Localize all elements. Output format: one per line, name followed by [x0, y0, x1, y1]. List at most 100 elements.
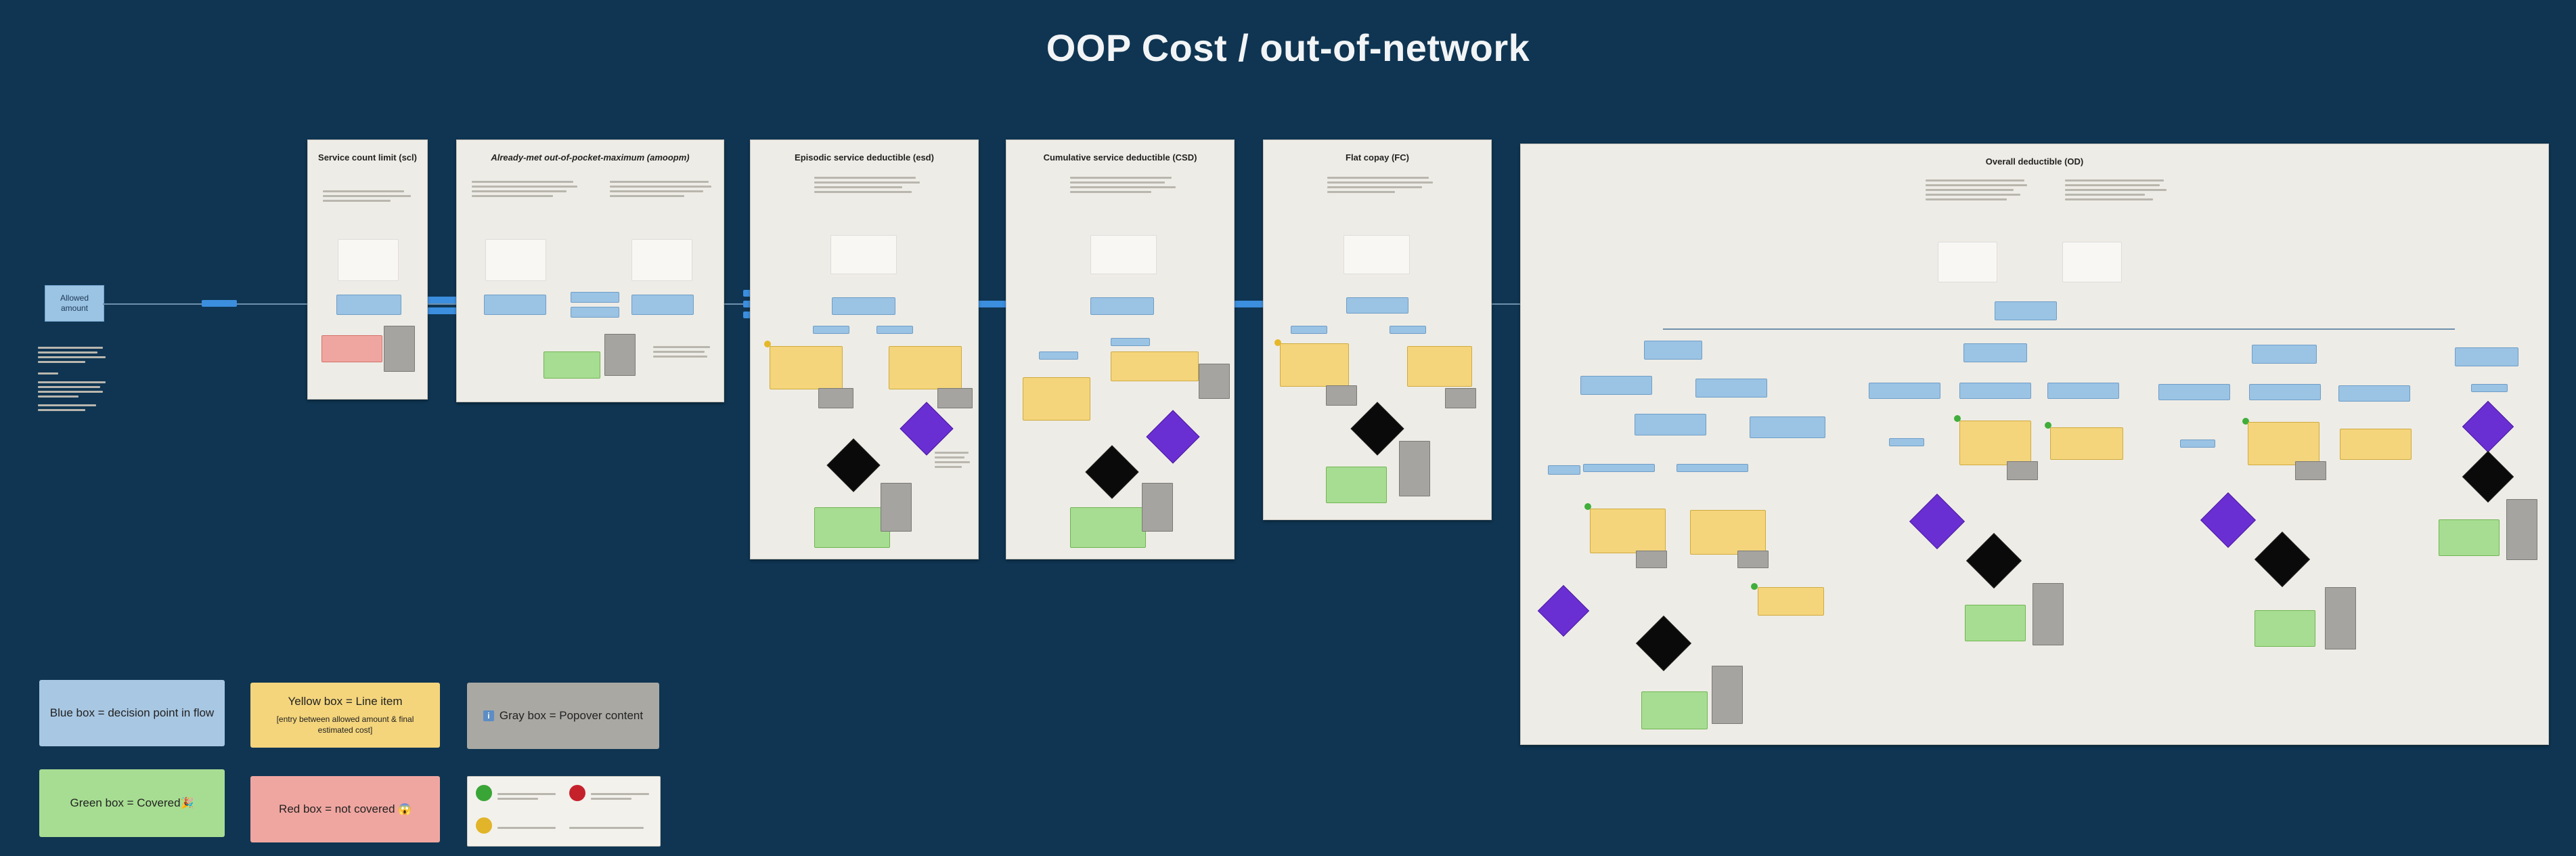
line-item-box[interactable] — [1959, 421, 2031, 465]
flow-connector[interactable] — [202, 300, 237, 307]
popover-box[interactable] — [1636, 551, 1667, 568]
decision-box[interactable] — [631, 295, 694, 315]
decision-box[interactable] — [876, 326, 913, 334]
decision-box[interactable] — [1995, 301, 2057, 320]
black-decision[interactable] — [1966, 532, 2022, 589]
popover-box[interactable] — [1142, 483, 1173, 532]
decision-box[interactable] — [832, 297, 895, 315]
purple-decision[interactable] — [900, 402, 954, 456]
popover-box[interactable] — [1399, 441, 1430, 496]
decision-box[interactable] — [1889, 438, 1924, 446]
black-decision[interactable] — [1085, 445, 1139, 499]
popover-box[interactable] — [937, 388, 973, 408]
purple-decision[interactable] — [2200, 492, 2257, 549]
line-item-box[interactable] — [1590, 509, 1666, 553]
decision-box[interactable] — [2338, 385, 2410, 402]
decision-box[interactable] — [2455, 347, 2518, 366]
popover-box[interactable] — [604, 334, 636, 376]
purple-decision[interactable] — [1537, 584, 1590, 637]
summary-card[interactable] — [1090, 235, 1157, 274]
covered-box[interactable] — [543, 351, 600, 379]
black-decision[interactable] — [1635, 615, 1692, 672]
purple-decision[interactable] — [2462, 400, 2514, 453]
decision-box[interactable] — [1291, 326, 1327, 334]
line-item-box[interactable] — [1023, 377, 1090, 421]
flow-connector[interactable] — [973, 301, 1011, 307]
covered-box[interactable] — [1965, 605, 2026, 641]
covered-box[interactable] — [1641, 691, 1708, 729]
line-item-box[interactable] — [2340, 429, 2412, 460]
summary-card[interactable] — [631, 239, 692, 281]
covered-box[interactable] — [2255, 610, 2315, 647]
decision-box[interactable] — [571, 307, 619, 318]
flow-connector[interactable] — [413, 297, 463, 303]
decision-box[interactable] — [1959, 383, 2031, 399]
line-item-box[interactable] — [2050, 427, 2123, 460]
decision-box[interactable] — [1039, 351, 1078, 360]
covered-box[interactable] — [1070, 507, 1146, 548]
black-decision[interactable] — [2462, 450, 2514, 503]
popover-box[interactable] — [1326, 385, 1357, 406]
purple-decision[interactable] — [1146, 410, 1200, 464]
not-covered-box[interactable] — [321, 335, 382, 362]
decision-box[interactable] — [1090, 297, 1154, 315]
popover-box[interactable] — [881, 483, 912, 532]
decision-box[interactable] — [1676, 464, 1748, 472]
black-decision[interactable] — [2254, 531, 2311, 588]
summary-card[interactable] — [485, 239, 546, 281]
decision-box[interactable] — [2471, 384, 2508, 392]
popover-box[interactable] — [1737, 551, 1769, 568]
decision-box[interactable] — [1583, 464, 1655, 472]
decision-box[interactable] — [813, 326, 849, 334]
line-item-box[interactable] — [1111, 351, 1199, 381]
purple-decision[interactable] — [1909, 493, 1966, 550]
summary-card[interactable] — [1343, 235, 1410, 274]
popover-box[interactable] — [1712, 666, 1743, 724]
line-item-box[interactable] — [1407, 346, 1472, 387]
decision-box[interactable] — [571, 292, 619, 303]
popover-box[interactable] — [1445, 388, 1476, 408]
popover-box[interactable] — [2295, 461, 2326, 480]
covered-box[interactable] — [814, 507, 890, 548]
decision-box[interactable] — [2249, 384, 2321, 400]
decision-box[interactable] — [1635, 414, 1706, 435]
popover-box[interactable] — [2033, 583, 2064, 645]
popover-box[interactable] — [384, 326, 415, 372]
decision-box[interactable] — [336, 295, 401, 315]
decision-box[interactable] — [1346, 297, 1408, 314]
decision-box[interactable] — [2158, 384, 2230, 400]
popover-box[interactable] — [818, 388, 853, 408]
decision-box[interactable] — [1644, 341, 1702, 360]
decision-box[interactable] — [1390, 326, 1426, 334]
flow-connector[interactable] — [413, 307, 463, 314]
popover-box[interactable] — [2007, 461, 2038, 480]
decision-box[interactable] — [1111, 338, 1150, 346]
line-item-box[interactable] — [1690, 510, 1766, 555]
line-item-box[interactable] — [889, 346, 962, 389]
decision-box[interactable] — [2180, 440, 2215, 448]
summary-card[interactable] — [2062, 242, 2122, 282]
line-item-box[interactable] — [770, 346, 843, 389]
decision-box[interactable] — [1695, 379, 1767, 398]
covered-box[interactable] — [2439, 519, 2500, 556]
line-item-box[interactable] — [2248, 422, 2319, 465]
summary-card[interactable] — [830, 235, 897, 274]
decision-box[interactable] — [484, 295, 546, 315]
popover-box[interactable] — [1199, 364, 1230, 399]
popover-box[interactable] — [2325, 587, 2356, 649]
black-decision[interactable] — [1350, 402, 1404, 456]
flow-connector[interactable] — [1229, 301, 1268, 307]
decision-box[interactable] — [1580, 376, 1652, 395]
line-item-box[interactable] — [1280, 343, 1349, 387]
summary-card[interactable] — [338, 239, 399, 281]
popover-box[interactable] — [2506, 499, 2537, 560]
decision-box[interactable] — [1963, 343, 2027, 362]
black-decision[interactable] — [826, 438, 881, 492]
summary-card[interactable] — [1938, 242, 1997, 282]
decision-box[interactable] — [1548, 465, 1580, 475]
decision-box[interactable] — [1869, 383, 1940, 399]
line-item-box[interactable] — [1758, 587, 1824, 616]
allowed-amount-node[interactable]: Allowed amount — [45, 285, 104, 322]
decision-box[interactable] — [2252, 345, 2317, 364]
decision-box[interactable] — [2047, 383, 2119, 399]
